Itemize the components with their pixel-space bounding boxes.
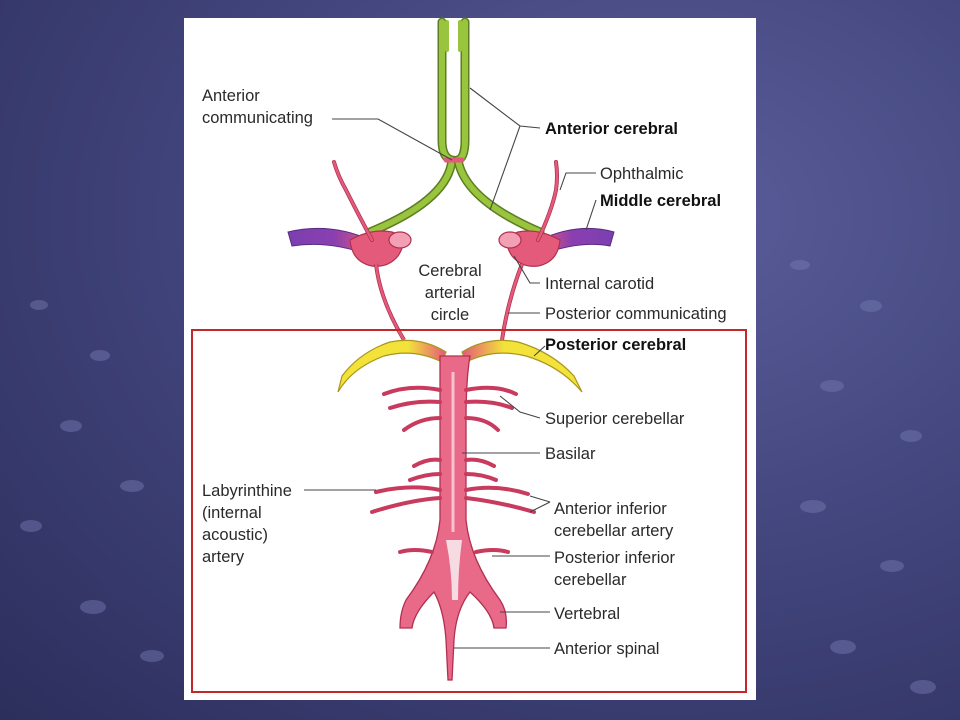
label-anterior-cerebral: Anterior cerebral <box>545 120 678 138</box>
label-internal-carotid: Internal carotid <box>545 275 654 293</box>
label-anterior-communicating-line1: Anterior <box>202 87 260 105</box>
highlight-box <box>191 329 747 693</box>
label-cerebral-arterial-circle-line1: Cerebral <box>418 262 481 280</box>
label-labyrinthine-line3: acoustic) <box>202 526 268 544</box>
diagram-labels: Anterior communicating Anterior cerebral… <box>202 87 727 658</box>
background-dot <box>910 680 936 694</box>
background-dot <box>20 520 42 532</box>
label-cerebral-arterial-circle-line3: circle <box>431 306 470 324</box>
leader-lines <box>304 87 597 649</box>
background-dot <box>90 350 110 361</box>
background-dot <box>30 300 48 310</box>
background-dot <box>80 600 106 614</box>
background-dot <box>830 640 856 654</box>
posterior-cerebral-arteries <box>337 339 583 393</box>
background-dot <box>140 650 164 662</box>
label-anterior-spinal: Anterior spinal <box>554 640 659 658</box>
basilar-vertebral-system <box>399 355 508 681</box>
label-labyrinthine-line4: artery <box>202 548 245 566</box>
label-posterior-cerebral: Posterior cerebral <box>545 336 686 354</box>
label-anterior-inferior-cerebellar-line1: Anterior inferior <box>554 500 667 518</box>
middle-cerebral-arteries <box>287 227 615 257</box>
label-superior-cerebellar: Superior cerebellar <box>545 410 685 428</box>
label-basilar: Basilar <box>545 445 596 463</box>
background-dot <box>790 260 810 270</box>
background-dot <box>120 480 144 492</box>
label-posterior-communicating: Posterior communicating <box>545 305 727 323</box>
label-anterior-inferior-cerebellar-line2: cerebellar artery <box>554 522 674 540</box>
label-vertebral: Vertebral <box>554 605 620 623</box>
label-middle-cerebral: Middle cerebral <box>600 192 721 210</box>
label-labyrinthine-line2: (internal <box>202 504 262 522</box>
background-dot <box>820 380 844 392</box>
background-dot <box>800 500 826 513</box>
label-labyrinthine-line1: Labyrinthine <box>202 482 292 500</box>
label-anterior-communicating-line2: communicating <box>202 109 313 127</box>
anterior-cerebral-arteries <box>365 17 545 237</box>
label-cerebral-arterial-circle-line2: arterial <box>425 284 475 302</box>
background-dot <box>60 420 82 432</box>
label-posterior-inferior-cerebellar-line2: cerebellar <box>554 571 627 589</box>
posterior-communicating-arteries <box>374 263 524 342</box>
basilar-branches <box>370 385 536 554</box>
ophthalmic-arteries <box>332 160 559 242</box>
background-dot <box>900 430 922 442</box>
label-posterior-inferior-cerebellar-line1: Posterior inferior <box>554 549 676 567</box>
internal-carotid-arteries <box>349 230 561 267</box>
label-ophthalmic: Ophthalmic <box>600 165 683 183</box>
background-dot <box>860 300 882 312</box>
background-dot <box>880 560 904 572</box>
